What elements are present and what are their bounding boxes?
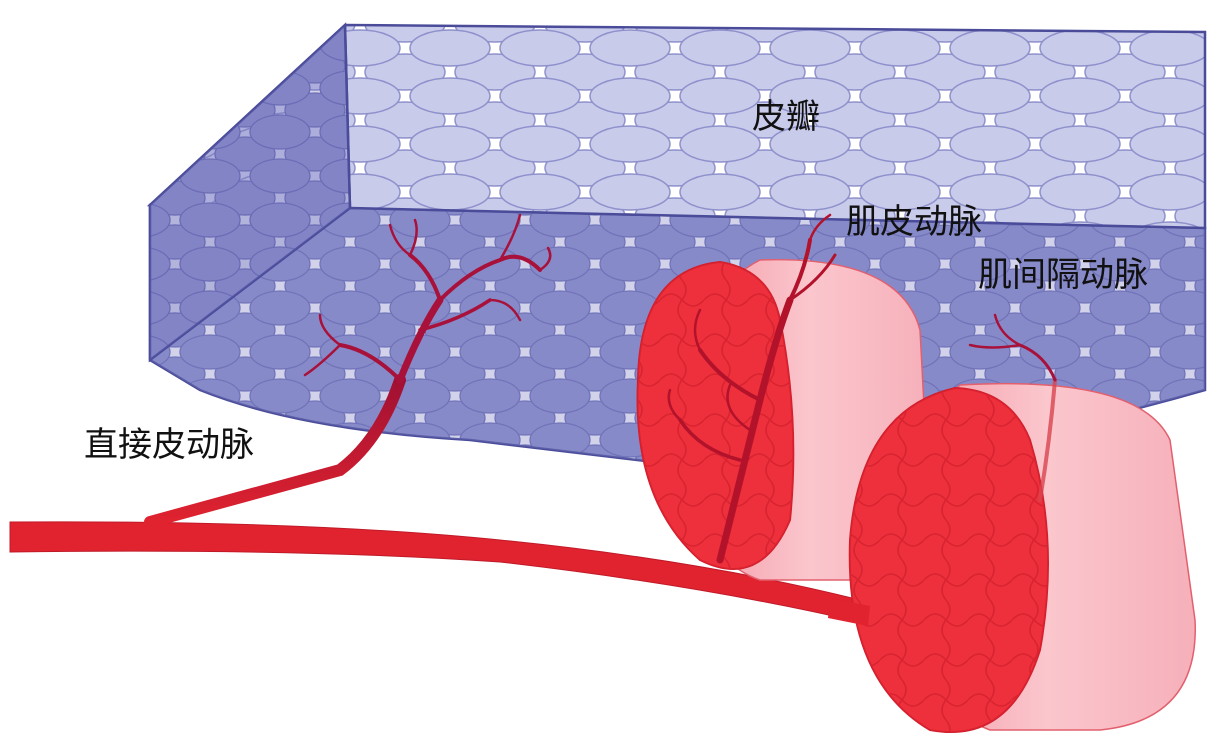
- label-musculocutaneous-artery: 肌皮动脉: [846, 202, 982, 242]
- artery-to-muscle-2: [828, 598, 870, 626]
- label-flap: 皮瓣: [752, 97, 820, 137]
- musculocutaneous-artery-vessel: [667, 213, 837, 564]
- label-direct-cutaneous-artery: 直接皮动脉: [84, 425, 254, 465]
- direct-cutaneous-artery-vessel: [144, 213, 552, 528]
- muscle-2: [848, 382, 1196, 734]
- label-septocutaneous-artery: 肌间隔动脉: [978, 255, 1148, 295]
- septocutaneous-artery-vessel: [968, 313, 1057, 502]
